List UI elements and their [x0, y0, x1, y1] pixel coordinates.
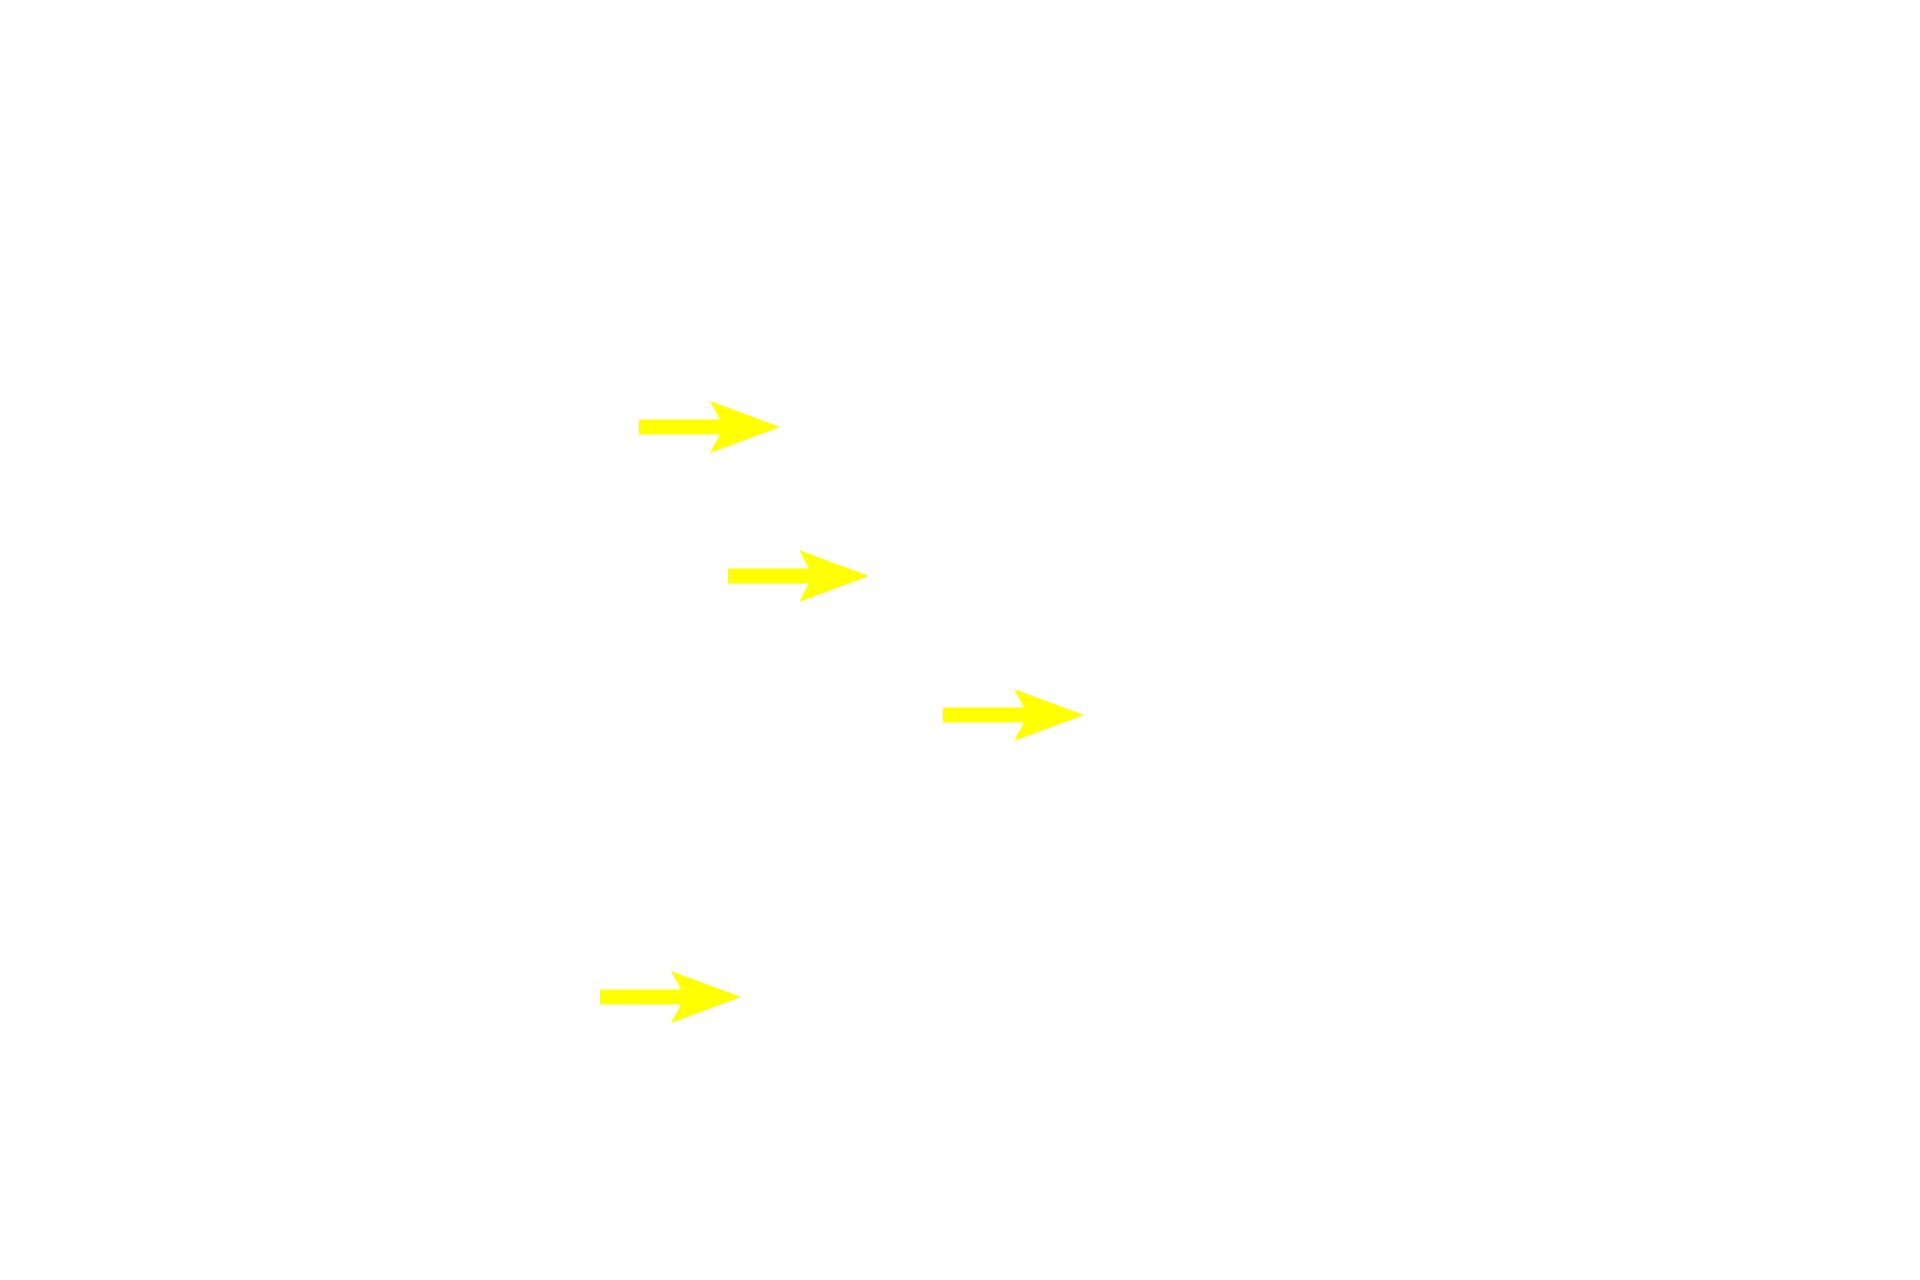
arrow-right-icon — [728, 550, 869, 602]
arrow-right-icon — [600, 971, 741, 1023]
arrow-right-icon — [639, 401, 780, 453]
arrow-right-icon — [943, 689, 1084, 741]
